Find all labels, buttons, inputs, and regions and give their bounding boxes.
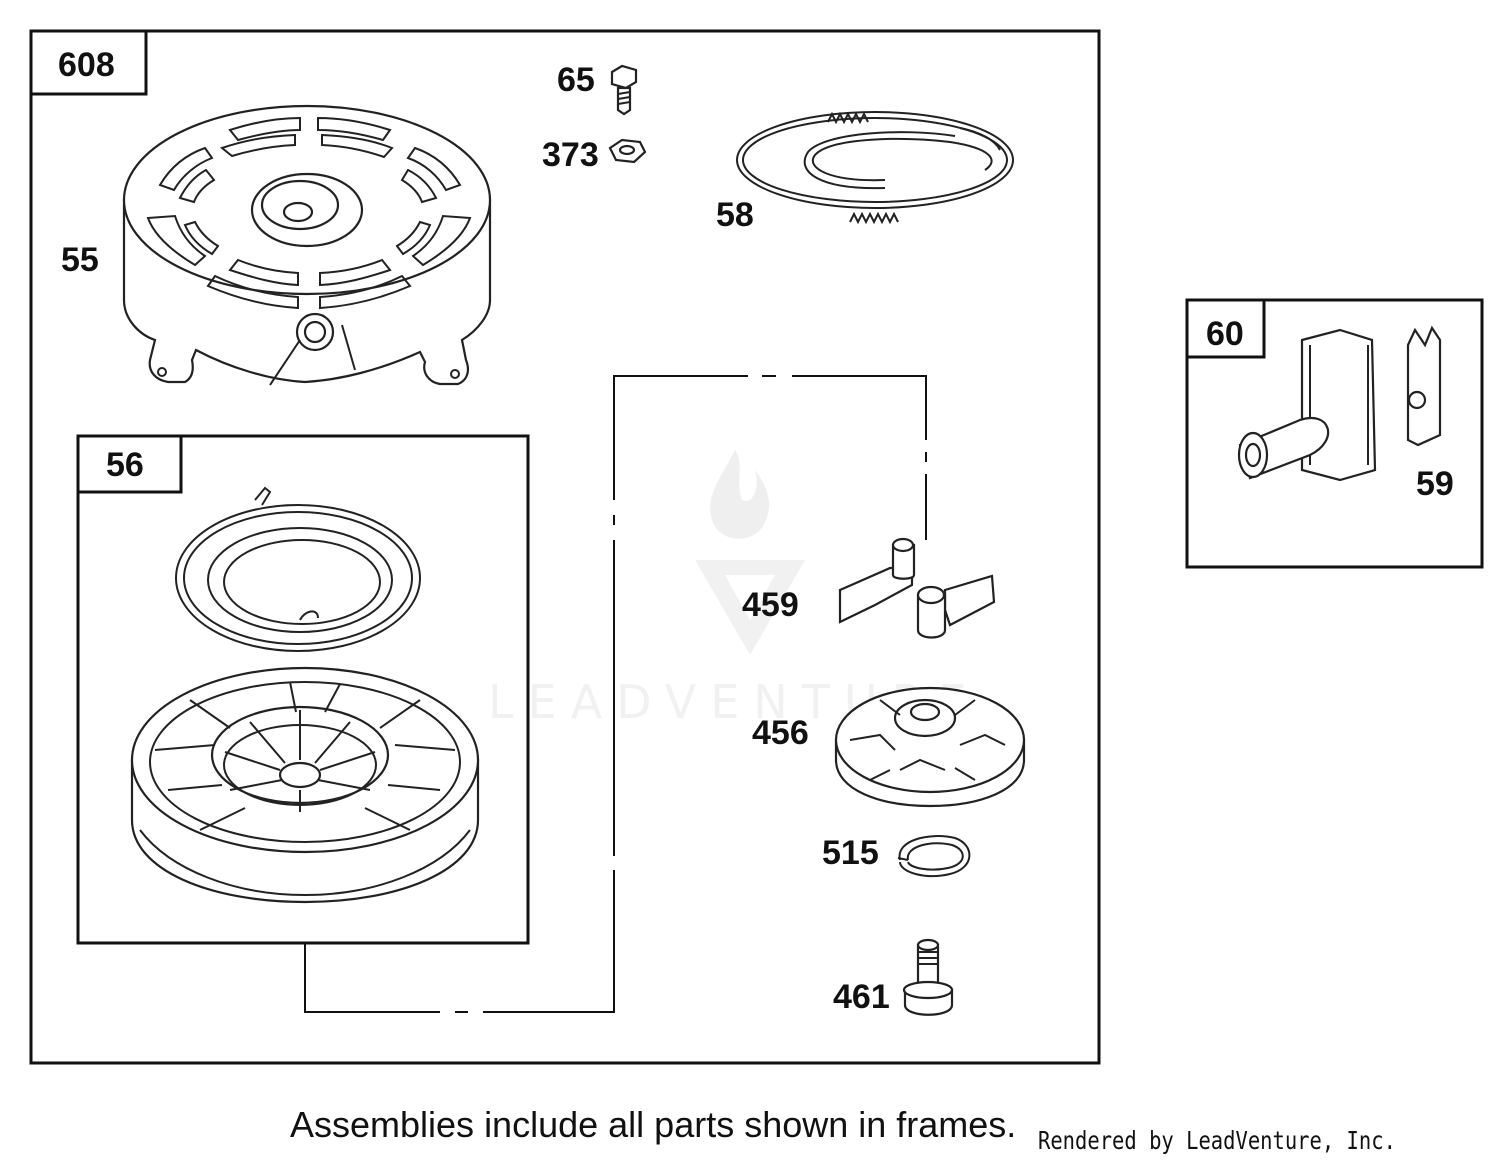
frame-56-tag: [76, 434, 183, 494]
ratchet-part: [834, 686, 1026, 808]
rewind-spring-part: [175, 486, 421, 652]
callout-515: 515: [822, 834, 879, 872]
callout-461: 461: [833, 978, 890, 1016]
frame-60-label: 60: [1206, 315, 1244, 353]
frame-60-tag: [1185, 298, 1266, 359]
watermark-logo: LEADVENTURE: [488, 450, 967, 729]
frame-60: [1185, 298, 1484, 569]
pawl-part: [838, 537, 996, 639]
frame-608: [29, 29, 1101, 1065]
nut-part: [608, 138, 647, 164]
callout-373: 373: [542, 136, 599, 174]
starter-handle-part: [1237, 328, 1377, 482]
assembly-bracket: [304, 375, 927, 1013]
callout-59: 59: [1416, 465, 1454, 503]
callout-65: 65: [557, 61, 595, 99]
callout-459: 459: [742, 586, 799, 624]
starter-rope-part: [736, 111, 1014, 225]
rope-insert-part: [1406, 325, 1442, 447]
pawl-screw-part: [902, 938, 954, 1016]
rewind-pulley-part: [130, 666, 480, 904]
callout-58: 58: [716, 196, 754, 234]
frame-608-label: 608: [58, 46, 115, 84]
frame-56: [76, 434, 530, 945]
frame-56-label: 56: [106, 446, 144, 484]
blower-housing-part: [122, 104, 492, 386]
footnote-text: Assemblies include all parts shown in fr…: [290, 1104, 1017, 1145]
callout-55: 55: [61, 241, 99, 279]
retainer-ring-part: [897, 835, 971, 878]
frame-608-tag: [29, 29, 148, 96]
screw-part: [610, 64, 638, 116]
callout-456: 456: [752, 714, 809, 752]
render-credit: Rendered by LeadVenture, Inc.: [1038, 1126, 1396, 1155]
